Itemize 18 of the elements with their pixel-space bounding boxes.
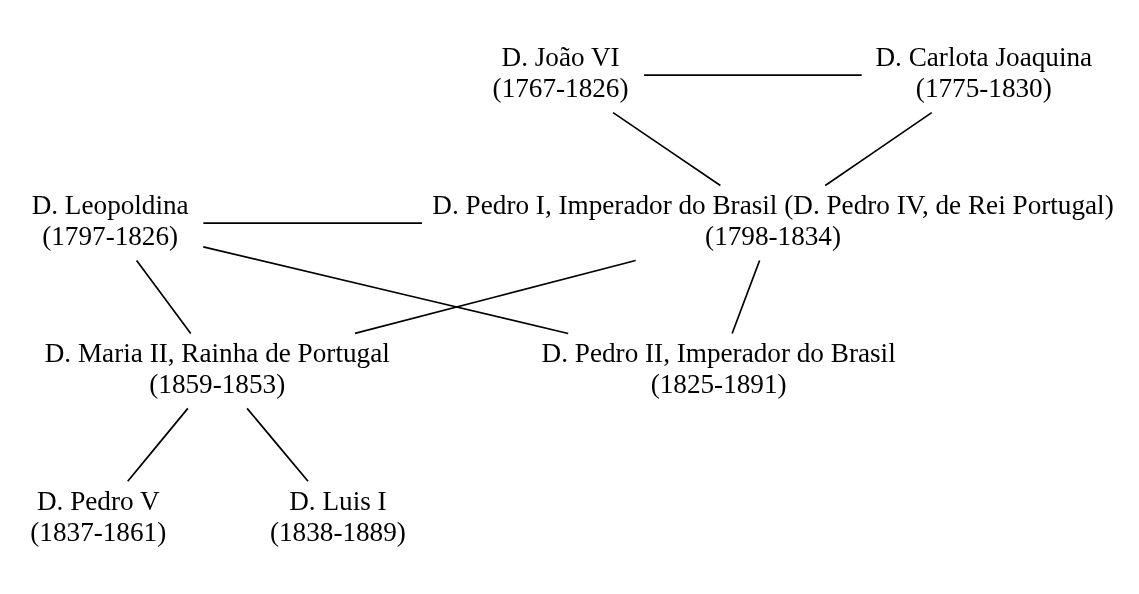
node-text: D. Pedro I, Imperador do Brasil (D. Pedro IV, de Rei Portugal) (1798-1834)	[432, 190, 1114, 251]
connector	[643, 74, 863, 77]
connector	[354, 259, 637, 335]
node-text: D. Maria II, Rainha de Portugal (1859-1853)	[44, 338, 390, 399]
node-text: D. Pedro V (1837-1861)	[30, 485, 167, 547]
node-text: D. Luis I (1838-1889)	[269, 485, 406, 547]
node-text: D. Pedro II, Imperador do Brasil (1825-1891)	[541, 338, 896, 399]
node-text: D. Carlota Joaquina (1775-1830)	[875, 42, 1093, 103]
connector	[126, 407, 189, 483]
connector	[135, 259, 192, 335]
connector	[731, 259, 761, 335]
connector	[202, 246, 570, 335]
node-text: D. João VI (1767-1826)	[492, 42, 629, 103]
connector	[246, 407, 309, 483]
connector	[202, 222, 423, 224]
connector	[612, 111, 722, 187]
node-text: D. Leopoldina (1797-1826)	[31, 190, 189, 251]
connector	[824, 111, 933, 187]
